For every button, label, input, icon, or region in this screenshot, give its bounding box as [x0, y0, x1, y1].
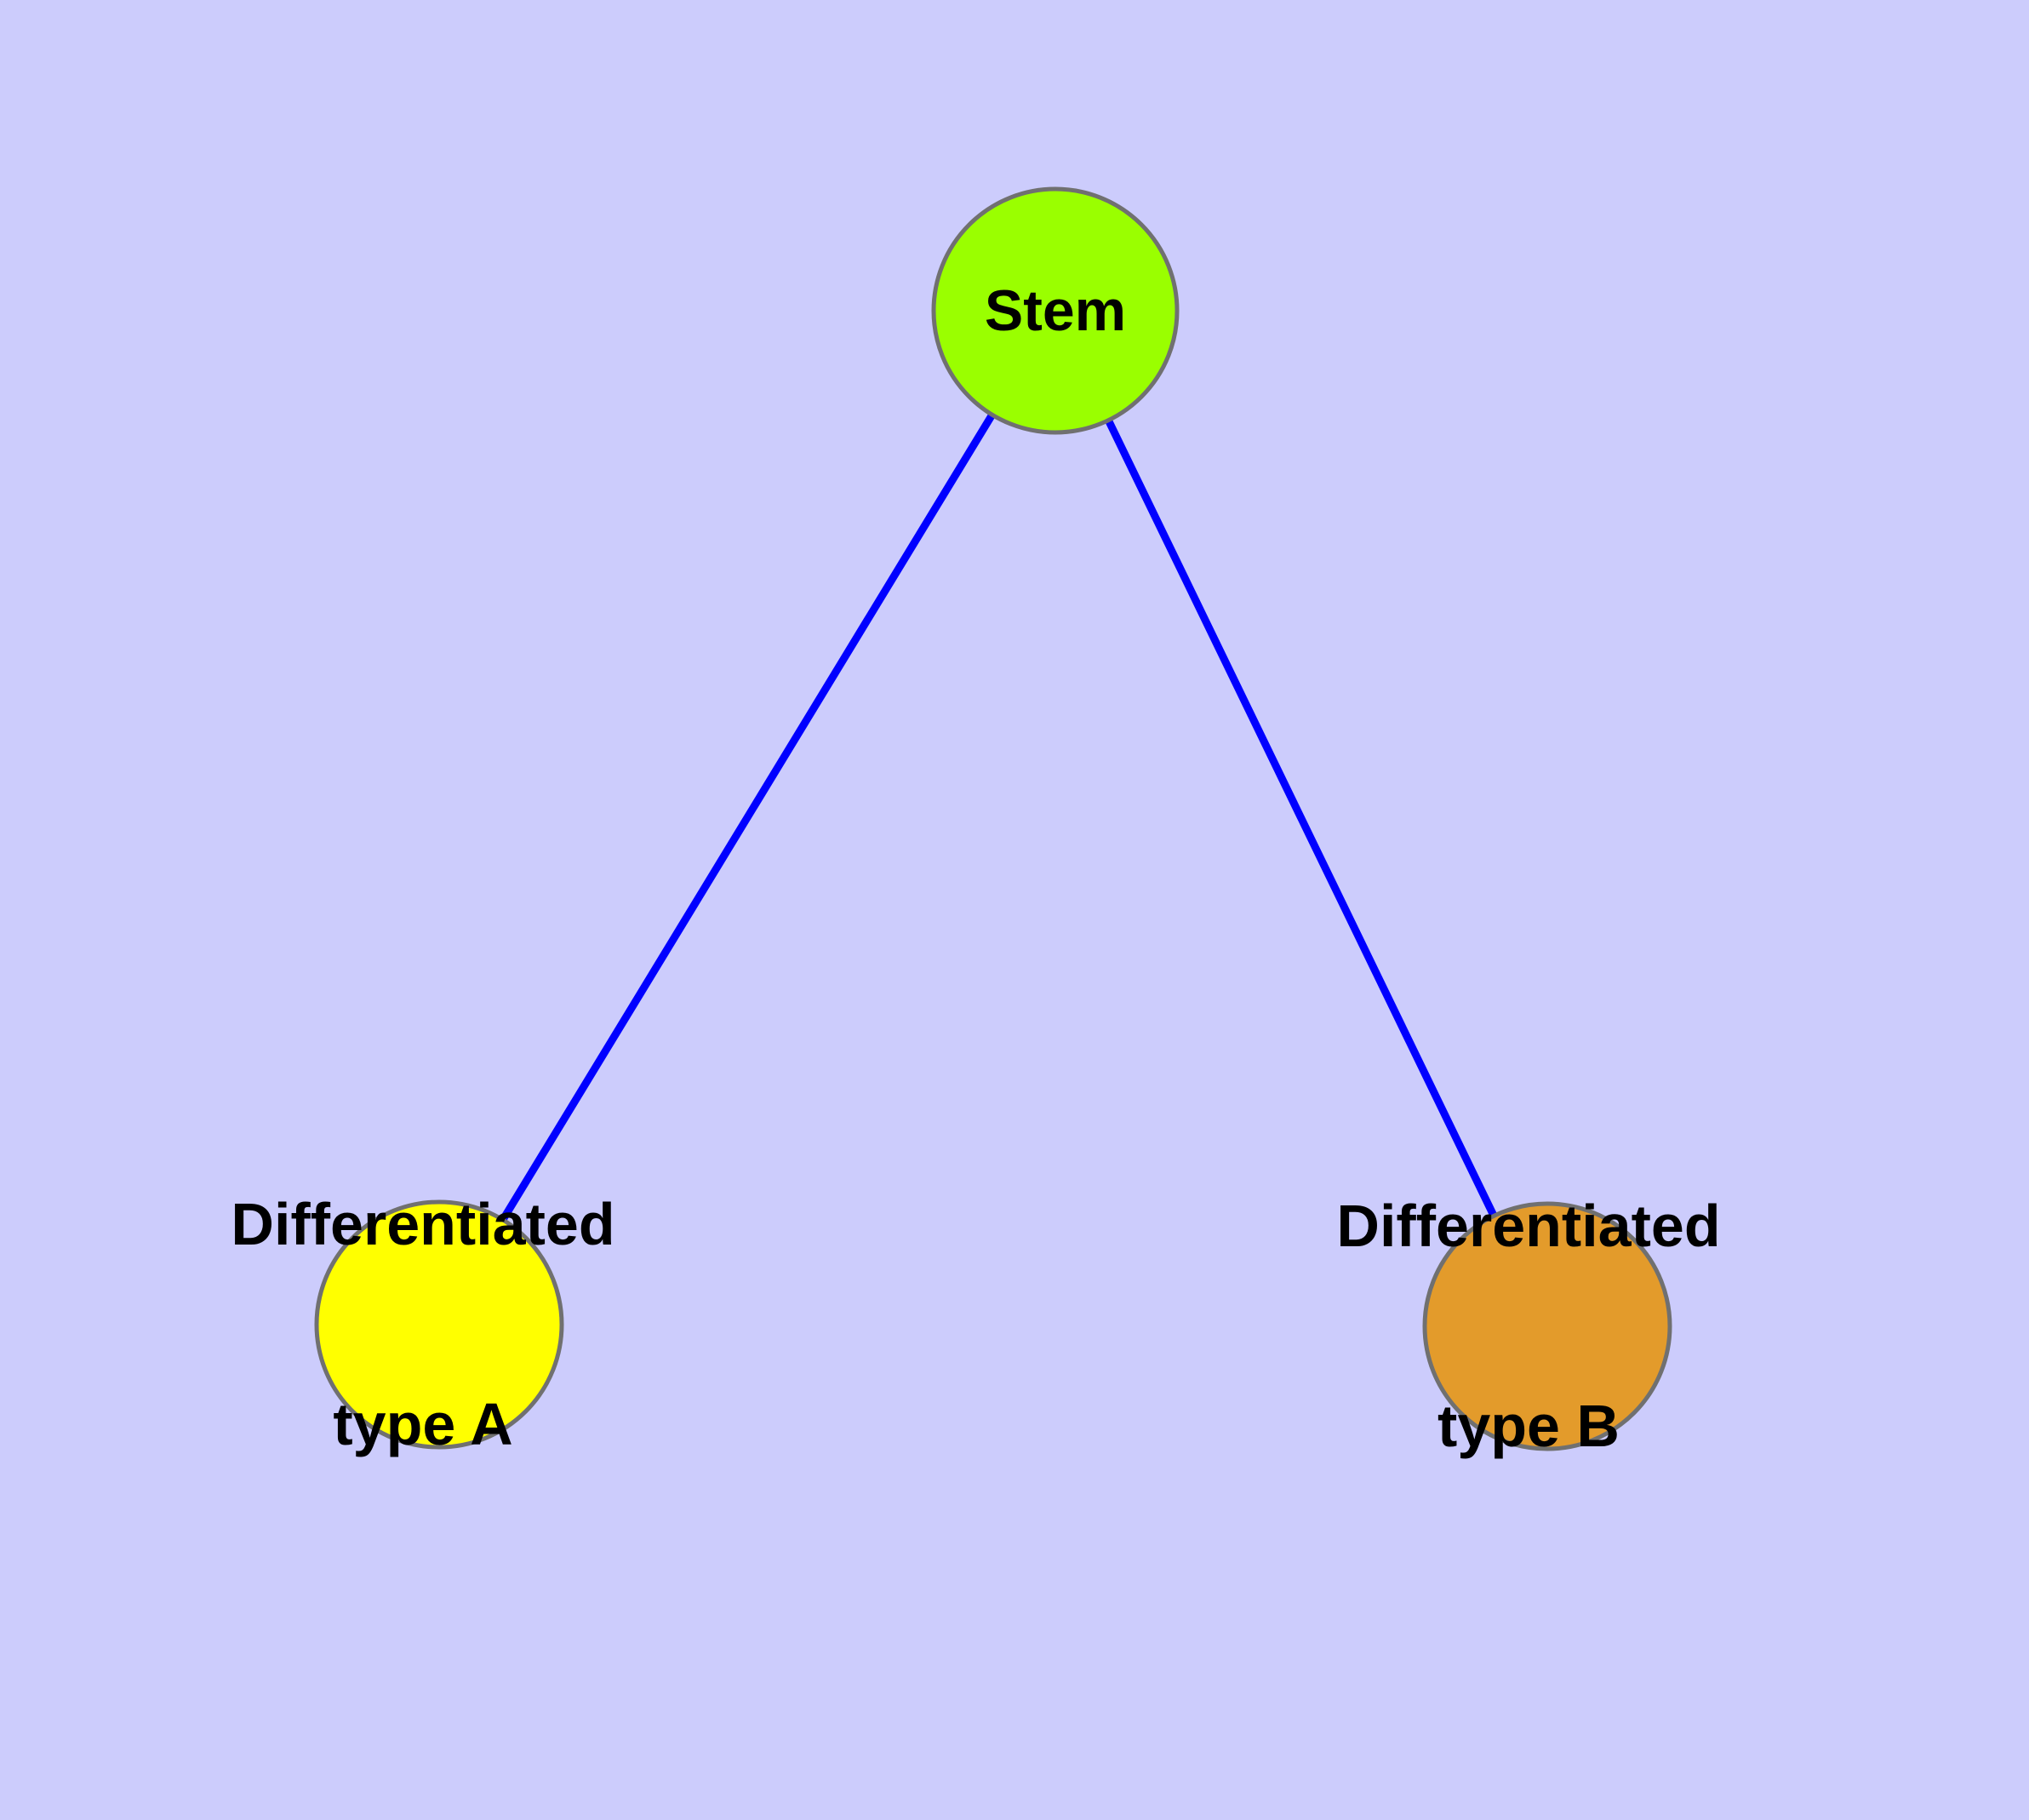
edges-layer — [436, 308, 1552, 1328]
nodes-layer — [314, 186, 1672, 1451]
edge-stem-to-differentiated-type-a[interactable] — [436, 308, 1059, 1327]
node-differentiated-type-b[interactable] — [1422, 1201, 1672, 1451]
node-stem[interactable] — [931, 186, 1180, 435]
node-differentiated-type-a[interactable] — [314, 1199, 564, 1450]
edge-stem-to-differentiated-type-b[interactable] — [1051, 309, 1552, 1328]
